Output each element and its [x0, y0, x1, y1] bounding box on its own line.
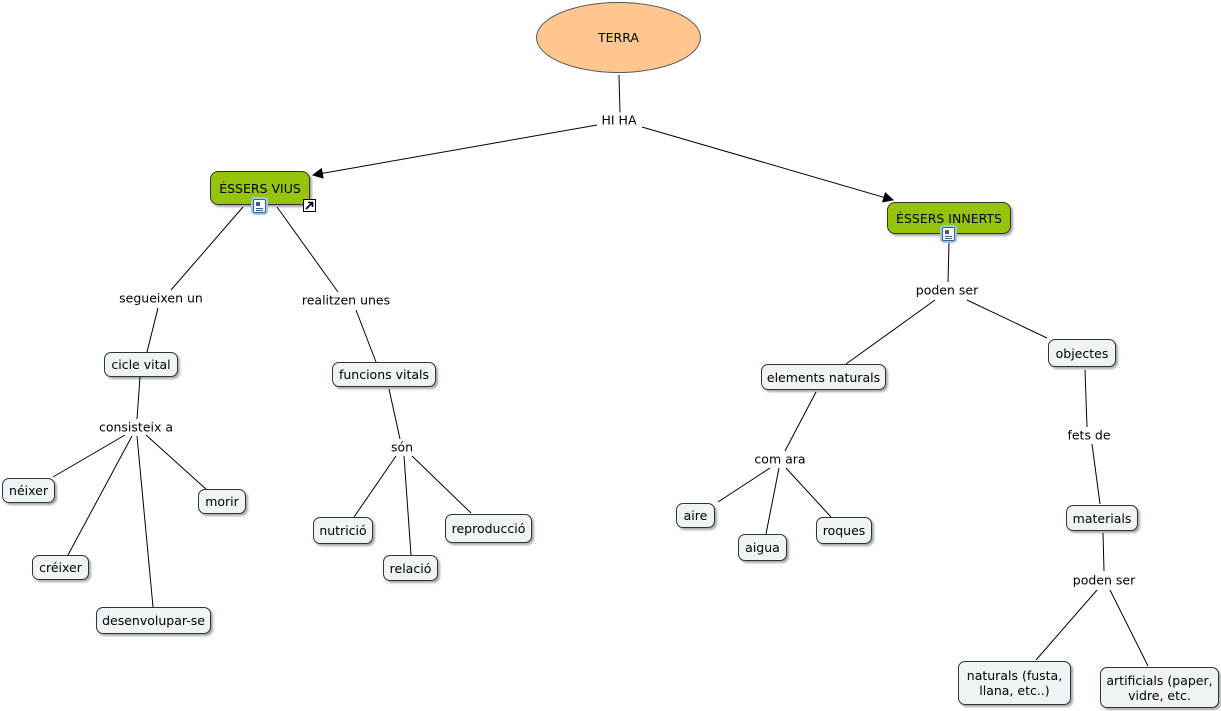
concept-aire[interactable]: aire [676, 503, 715, 528]
concept-relacio[interactable]: relació [383, 555, 438, 581]
concept-objectes[interactable]: objectes [1048, 339, 1116, 367]
connector-line [276, 206, 339, 293]
link-realitzen-unes[interactable]: realitzen unes [299, 292, 393, 308]
link-son[interactable]: són [388, 439, 416, 455]
document-icon[interactable] [253, 199, 266, 213]
connector-line [1091, 443, 1101, 505]
connector-line [1102, 532, 1105, 572]
concept-terra[interactable]: TERRA [536, 2, 701, 73]
connector-line [1035, 589, 1098, 661]
link-hi-ha[interactable]: HI HA [599, 112, 639, 128]
connector-line [311, 124, 598, 179]
connector-line [353, 455, 397, 518]
connector-line [388, 388, 401, 440]
concept-nutricio[interactable]: nutrició [313, 517, 373, 544]
connector-line [52, 434, 126, 478]
concept-desenvolupar-se[interactable]: desenvolupar-se [96, 607, 211, 634]
concept-cicle-vital[interactable]: cicle vital [104, 352, 178, 377]
concept-aigua[interactable]: aigua [738, 534, 787, 561]
connector-line [785, 467, 832, 518]
concept-neixer[interactable]: néixer [2, 478, 55, 503]
concept-materials[interactable]: materials [1066, 505, 1138, 531]
connector-line [1084, 369, 1088, 428]
concept-artificials[interactable]: artificials (paper, vidre, etc. [1100, 667, 1219, 708]
connector-line [355, 309, 377, 363]
link-segueixen-un[interactable]: segueixen un [117, 290, 205, 306]
concept-essers-innerts[interactable]: ÉSSERS INNERTS [887, 202, 1011, 234]
concept-morir[interactable]: morir [198, 489, 246, 514]
connector-line [145, 434, 208, 491]
concept-naturals[interactable]: naturals (fusta, llana, etc..) [958, 661, 1071, 705]
link-poden-ser[interactable]: poden ser [913, 282, 981, 298]
connector-line [784, 391, 817, 452]
connector-line [765, 467, 780, 535]
link-com-ara[interactable]: com ara [752, 451, 808, 467]
connector-line [845, 299, 936, 365]
connector-line [136, 435, 154, 608]
connector-line [641, 126, 895, 203]
link-consisteix-a[interactable]: consisteix a [96, 419, 176, 435]
concept-roques[interactable]: roques [816, 517, 872, 544]
connector-line [717, 467, 771, 503]
connector-line [947, 242, 950, 283]
link-arrow-icon[interactable] [303, 199, 316, 212]
connector-line [67, 435, 133, 556]
link-fets-de[interactable]: fets de [1065, 427, 1113, 443]
connector-line [170, 206, 244, 291]
connector-line [618, 74, 621, 114]
concept-creixer[interactable]: créixer [32, 555, 89, 580]
connector-line [1109, 589, 1149, 667]
connector-line [966, 299, 1048, 339]
link-poden-ser-materials[interactable]: poden ser [1070, 572, 1138, 588]
concept-reproduccio[interactable]: reproducció [445, 514, 532, 543]
concept-elements-naturals[interactable]: elements naturals [761, 364, 886, 390]
document-icon[interactable] [942, 227, 955, 241]
concept-funcions-vitals[interactable]: funcions vitals [332, 362, 436, 387]
connector-line [136, 376, 141, 420]
connector-line [146, 307, 159, 353]
connector-line [411, 455, 472, 514]
connector-line [403, 455, 412, 556]
